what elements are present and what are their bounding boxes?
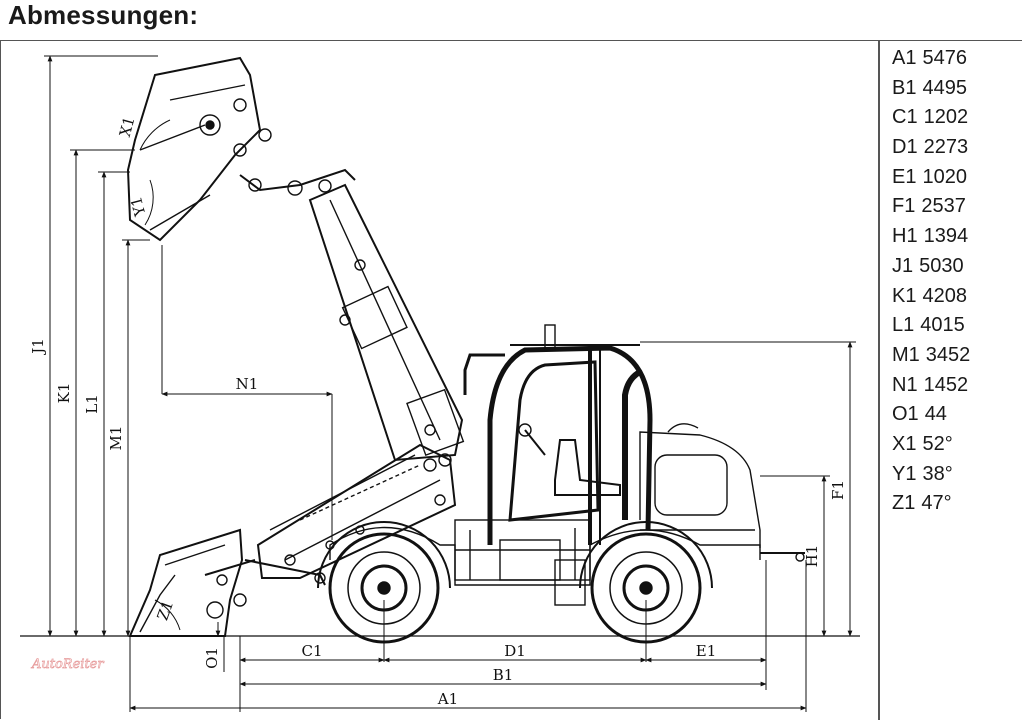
dimension-code: C1 — [892, 106, 918, 129]
dimension-code: M1 — [892, 343, 920, 366]
dimension-code: K1 — [892, 284, 917, 307]
label-f1: F1 — [829, 480, 847, 500]
dimension-code: Y1 — [892, 462, 917, 485]
dimension-code: X1 — [892, 432, 917, 455]
dimension-code: F1 — [892, 195, 916, 218]
label-e1: E1 — [696, 642, 717, 660]
label-d1: D1 — [504, 642, 526, 660]
label-n1: N1 — [236, 375, 259, 393]
label-m1: M1 — [107, 426, 125, 451]
dimension-value: 4208 — [922, 284, 967, 307]
dimension-value: 2273 — [923, 136, 969, 159]
raised-bucket — [126, 56, 272, 242]
page-heading: Abmessungen: — [8, 0, 199, 30]
dimension-code: A1 — [892, 47, 917, 69]
dimension-code: E1 — [892, 165, 917, 188]
label-c1: C1 — [301, 642, 322, 660]
label-j1: J1 — [29, 338, 47, 356]
label-b1: B1 — [493, 666, 514, 684]
dimension-value: 1452 — [923, 373, 969, 396]
dimension-code: O1 — [892, 403, 919, 426]
dimension-value: 52° — [922, 432, 953, 455]
dimension-code: L1 — [892, 314, 915, 337]
label-x1: X1 — [116, 115, 139, 139]
dimension-code: N1 — [892, 373, 918, 396]
dimension-code: D1 — [892, 136, 918, 159]
dimension-lines — [44, 55, 856, 712]
loader-dimension-drawing: J1 K1 L1 M1 N1 F1 H1 O1 C1 D1 E1 B1 A1 X… — [20, 55, 860, 712]
table-divider — [878, 40, 880, 720]
dimension-code: Z1 — [892, 492, 916, 515]
dimension-value: 5030 — [919, 254, 964, 277]
dimension-value: 2537 — [921, 195, 966, 218]
label-k1: K1 — [55, 383, 73, 404]
dimension-value: 1202 — [923, 106, 969, 129]
dimension-value: 44 — [924, 403, 947, 426]
raised-boom — [239, 168, 465, 467]
lower-bucket — [128, 528, 256, 637]
dimension-value: 4495 — [922, 76, 967, 99]
label-o1: O1 — [203, 647, 221, 669]
dimension-value: 47° — [921, 492, 952, 515]
dimension-value: 1020 — [922, 165, 967, 188]
drawing-labels: J1 K1 L1 M1 N1 F1 H1 O1 C1 D1 E1 B1 A1 X… — [29, 115, 847, 708]
label-y1: Y1 — [127, 195, 150, 219]
dimension-code: J1 — [892, 254, 914, 277]
dimension-value: 5476 — [922, 47, 967, 69]
drawing-frame — [0, 40, 1022, 719]
label-a1: A1 — [437, 690, 458, 708]
cabin — [463, 324, 653, 545]
chassis — [329, 519, 805, 606]
dimension-value: 38° — [922, 462, 953, 485]
dimension-value: 3452 — [925, 343, 971, 366]
label-z1: Z1 — [153, 598, 177, 623]
loader-outline — [20, 56, 860, 644]
dimension-value: 4015 — [920, 314, 965, 337]
dimension-code: H1 — [892, 225, 918, 248]
dimension-value: 1394 — [923, 225, 969, 248]
label-h1: H1 — [803, 545, 821, 568]
label-l1: L1 — [83, 394, 101, 414]
watermark: AutoReiter — [31, 657, 104, 672]
engine-hood — [639, 423, 761, 548]
dimension-code: B1 — [892, 76, 917, 99]
lower-boom — [244, 443, 457, 586]
